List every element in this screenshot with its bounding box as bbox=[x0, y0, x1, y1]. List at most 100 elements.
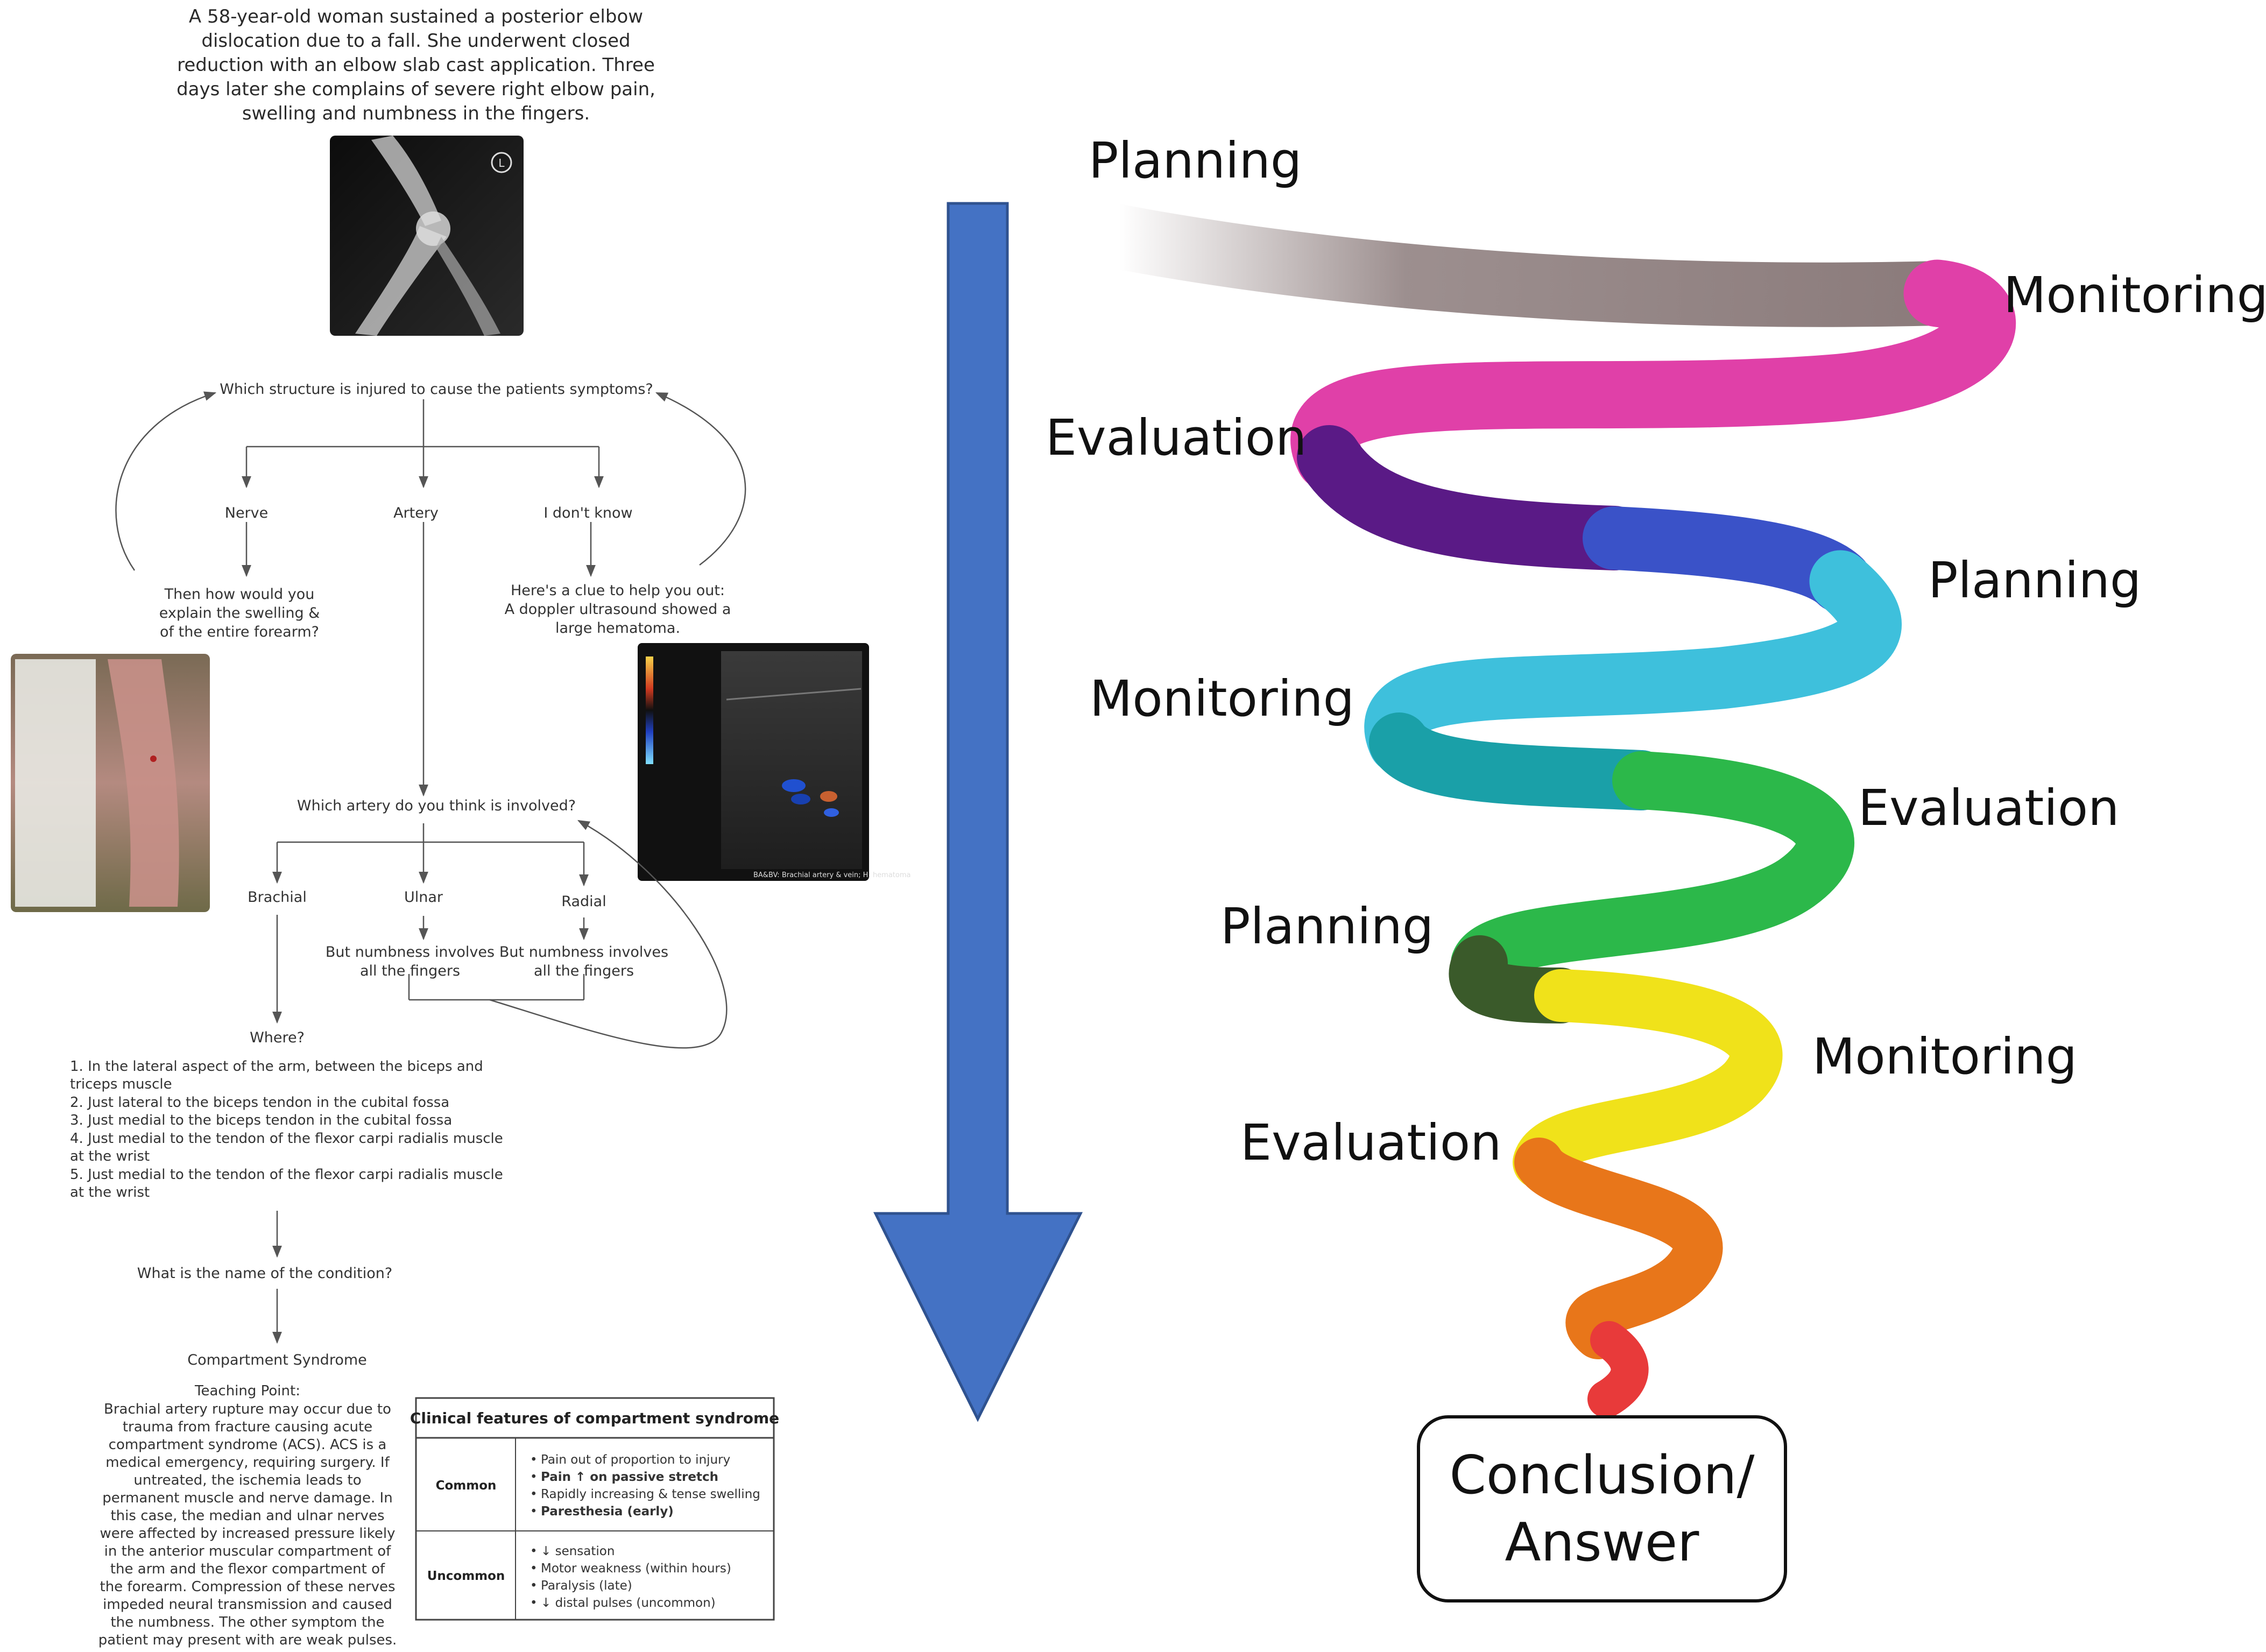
intro-line: reduction with an elbow slab cast applic… bbox=[177, 54, 655, 76]
spiral-segment bbox=[1297, 425, 1647, 570]
label-evaluation: Evaluation bbox=[1240, 1114, 1501, 1171]
teaching-title: Teaching Point: bbox=[194, 1383, 300, 1399]
question-structure: Which structure is injured to cause the … bbox=[220, 381, 653, 398]
metacognition-spiral bbox=[1087, 204, 2016, 1418]
intro-line: dislocation due to a fall. She underwent… bbox=[201, 30, 630, 52]
where-option: 3. Just medial to the biceps tendon in t… bbox=[70, 1112, 452, 1128]
uncommon-feature: Motor weakness (within hours) bbox=[541, 1562, 731, 1576]
option-brachial: Brachial bbox=[248, 889, 307, 906]
radial-reply: But numbness involves all the fingers bbox=[499, 944, 668, 979]
ultrasound-caption: BA&BV: Brachial artery & vein; H: hemato… bbox=[753, 871, 911, 879]
option-artery: Artery bbox=[393, 505, 439, 521]
table-bullet: • bbox=[530, 1505, 538, 1519]
label-planning: Planning bbox=[1089, 132, 1302, 189]
table-bullet: • bbox=[530, 1596, 538, 1610]
option-ulnar: Ulnar bbox=[404, 889, 443, 906]
label-planning: Planning bbox=[1928, 552, 2141, 609]
option-nerve: Nerve bbox=[225, 505, 269, 521]
common-feature: Paresthesia (early) bbox=[541, 1505, 674, 1519]
where-option: 4. Just medial to the tendon of the flex… bbox=[70, 1131, 503, 1147]
where-option: 5. Just medial to the tendon of the flex… bbox=[70, 1167, 503, 1183]
common-feature: Rapidly increasing & tense swelling bbox=[541, 1487, 760, 1501]
forearm-photo bbox=[11, 654, 210, 912]
ulnar-reply-line: all the fingers bbox=[360, 963, 460, 979]
question-artery: Which artery do you think is involved? bbox=[297, 797, 576, 814]
option-radial: Radial bbox=[561, 893, 606, 910]
nerve-reply: Then how would you explain the swelling … bbox=[159, 586, 320, 640]
teaching-line: the arm and the flexor compartment of bbox=[110, 1561, 385, 1577]
teaching-line: the numbness. The other symptom the bbox=[110, 1614, 384, 1630]
clue-reply: Here's a clue to help you out: A doppler… bbox=[505, 582, 731, 637]
teaching-line: the forearm. Compression of these nerves bbox=[100, 1579, 396, 1595]
ulnar-reply-line: But numbness involves bbox=[326, 944, 495, 961]
clue-reply-line: A doppler ultrasound showed a bbox=[505, 601, 731, 618]
teaching-line: patient may present with are weak pulses… bbox=[98, 1632, 397, 1648]
q1-connectors bbox=[115, 391, 746, 786]
radial-reply-line: But numbness involves bbox=[499, 944, 668, 961]
table-bullet: • bbox=[530, 1487, 538, 1501]
spiral-segment bbox=[1369, 712, 1671, 810]
conclusion-line: Conclusion/ bbox=[1449, 1445, 1755, 1506]
spiral-tail bbox=[1087, 204, 1969, 327]
spiral-segment bbox=[1290, 259, 2016, 491]
spiral-labels: Planning Monitoring Evaluation Planning … bbox=[1046, 132, 2266, 1171]
uncommon-feature: ↓ distal pulses (uncommon) bbox=[541, 1596, 716, 1610]
clue-reply-line: Here's a clue to help you out: bbox=[511, 582, 725, 599]
nerve-reply-line: of the entire forearm? bbox=[160, 624, 319, 640]
where-option: 1. In the lateral aspect of the arm, bet… bbox=[70, 1058, 483, 1075]
where-option: at the wrist bbox=[70, 1148, 150, 1164]
q2-options: Brachial Ulnar Radial bbox=[248, 889, 606, 910]
doppler-ultrasound-image: BA&BV: Brachial artery & vein; H: hemato… bbox=[638, 643, 911, 881]
case-intro: A 58-year-old woman sustained a posterio… bbox=[177, 6, 655, 124]
teaching-line: were affected by increased pressure like… bbox=[100, 1526, 396, 1542]
label-monitoring: Monitoring bbox=[1812, 1028, 2077, 1085]
spiral-segment bbox=[1583, 506, 1872, 613]
label-planning: Planning bbox=[1220, 898, 1434, 955]
spiral-segment bbox=[1514, 1138, 1723, 1359]
q1-options: Nerve Artery I don't know bbox=[225, 505, 633, 521]
spiral-segment bbox=[1364, 550, 1902, 774]
table-bullet: • bbox=[530, 1562, 538, 1576]
label-evaluation: Evaluation bbox=[1858, 779, 2119, 837]
teaching-line: compartment syndrome (ACS). ACS is a bbox=[109, 1437, 387, 1453]
down-arrow bbox=[873, 202, 1083, 1422]
spiral-segment bbox=[1513, 969, 1783, 1189]
conclusion-line: Answer bbox=[1505, 1512, 1700, 1573]
conclusion-box: Conclusion/ Answer bbox=[1417, 1415, 1787, 1602]
teaching-line: trauma from fracture causing acute bbox=[123, 1419, 372, 1435]
where-options-list: 1. In the lateral aspect of the arm, bet… bbox=[70, 1058, 503, 1201]
where-option: triceps muscle bbox=[70, 1076, 172, 1092]
spiral-tip bbox=[1587, 1321, 1649, 1418]
ulnar-reply: But numbness involves all the fingers bbox=[326, 944, 495, 979]
teaching-line: in the anterior muscular compartment of bbox=[104, 1543, 392, 1559]
intro-line: swelling and numbness in the fingers. bbox=[242, 103, 590, 124]
table-title: Clinical features of compartment syndrom… bbox=[410, 1409, 779, 1427]
table-bullet: • bbox=[530, 1453, 538, 1467]
table-bullet: • bbox=[530, 1470, 538, 1484]
uncommon-feature: Paralysis (late) bbox=[541, 1579, 632, 1593]
teaching-line: impeded neural transmission and caused bbox=[103, 1597, 392, 1613]
teaching-line: Brachial artery rupture may occur due to bbox=[104, 1401, 391, 1417]
radial-reply-line: all the fingers bbox=[534, 963, 634, 979]
clue-reply-line: large hematoma. bbox=[555, 620, 680, 637]
table-common-label: Common bbox=[436, 1479, 497, 1493]
answer-condition: Compartment Syndrome bbox=[187, 1352, 367, 1368]
label-evaluation: Evaluation bbox=[1046, 409, 1307, 467]
q2-connectors bbox=[272, 784, 728, 1049]
common-feature: Pain ↑ on passive stretch bbox=[541, 1470, 718, 1484]
common-feature: Pain out of proportion to injury bbox=[541, 1453, 730, 1467]
where-option: at the wrist bbox=[70, 1184, 150, 1201]
intro-line: A 58-year-old woman sustained a posterio… bbox=[189, 6, 643, 27]
question-condition: What is the name of the condition? bbox=[137, 1265, 392, 1282]
spiral-segment bbox=[1451, 751, 1854, 992]
table-bullet: • bbox=[530, 1579, 538, 1593]
table-bullet: • bbox=[530, 1544, 538, 1558]
label-monitoring: Monitoring bbox=[1090, 670, 1354, 728]
where-option: 2. Just lateral to the biceps tendon in … bbox=[70, 1095, 449, 1111]
teaching-point: Teaching Point: Brachial artery rupture … bbox=[98, 1383, 397, 1648]
uncommon-feature: ↓ sensation bbox=[541, 1544, 615, 1558]
label-monitoring: Monitoring bbox=[2003, 266, 2266, 324]
teaching-line: this case, the median and ulnar nerves bbox=[110, 1508, 384, 1524]
teaching-line: permanent muscle and nerve damage. In bbox=[102, 1490, 392, 1506]
